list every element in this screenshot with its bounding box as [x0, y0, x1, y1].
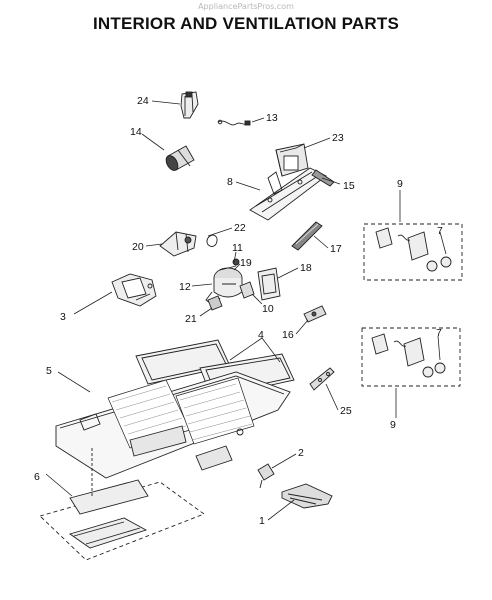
page-title: INTERIOR AND VENTILATION PARTS	[92, 14, 399, 33]
part-13-wire	[217, 119, 251, 126]
part-3-damper	[111, 273, 157, 307]
callout-10: 10	[262, 303, 274, 315]
callout-1: 1	[259, 515, 265, 527]
part-24-clip	[180, 91, 199, 119]
part-9-lamp-kit-upper	[363, 223, 463, 281]
part-21-bracket	[207, 295, 223, 311]
part-20-bracket	[159, 231, 218, 257]
callout-17: 17	[330, 243, 342, 255]
part-14-capacitor	[165, 145, 195, 171]
callout-14: 14	[130, 126, 142, 138]
callout-13: 13	[266, 112, 278, 124]
part-17-rail	[291, 221, 323, 251]
callout-7-lower: 7	[436, 327, 442, 339]
callout-2: 2	[298, 447, 304, 459]
callout-5: 5	[46, 365, 52, 377]
callout-23: 23	[332, 132, 344, 144]
leader-lines	[45, 100, 447, 521]
callout-3: 3	[60, 311, 66, 323]
watermark: AppliancePartsPros.com	[198, 2, 294, 11]
part-10-bracket	[239, 281, 255, 299]
callout-20: 20	[132, 241, 144, 253]
part-5-bottom-panel	[55, 371, 291, 479]
callout-9-lower: 9	[390, 419, 396, 431]
callout-11: 11	[232, 242, 243, 254]
part-18-frame	[257, 267, 281, 301]
part-16-switch	[303, 305, 327, 323]
callout-4: 4	[258, 329, 264, 341]
callout-12: 12	[179, 281, 191, 293]
callout-24: 24	[137, 95, 149, 107]
callout-labels: 24 13 14 23 8 15 9 7 22 20 11 19 17 18 1…	[34, 95, 443, 527]
part-25-bar	[309, 367, 335, 391]
callout-7-upper: 7	[437, 225, 443, 237]
part-8-duct-assembly	[249, 143, 335, 221]
callout-25: 25	[340, 405, 352, 417]
part-2-clip	[257, 463, 275, 489]
callout-21: 21	[185, 313, 197, 325]
callout-8: 8	[227, 176, 233, 188]
callout-19: 19	[240, 257, 252, 269]
part-9-lamp-kit-lower	[361, 327, 461, 387]
callout-15: 15	[343, 180, 355, 192]
callout-16: 16	[282, 329, 294, 341]
callout-6: 6	[34, 471, 40, 483]
callout-22: 22	[234, 222, 246, 234]
part-6-charcoal-filter	[39, 479, 205, 561]
callout-9-upper: 9	[397, 178, 403, 190]
callout-18: 18	[300, 262, 312, 274]
part-1-light	[281, 483, 333, 509]
